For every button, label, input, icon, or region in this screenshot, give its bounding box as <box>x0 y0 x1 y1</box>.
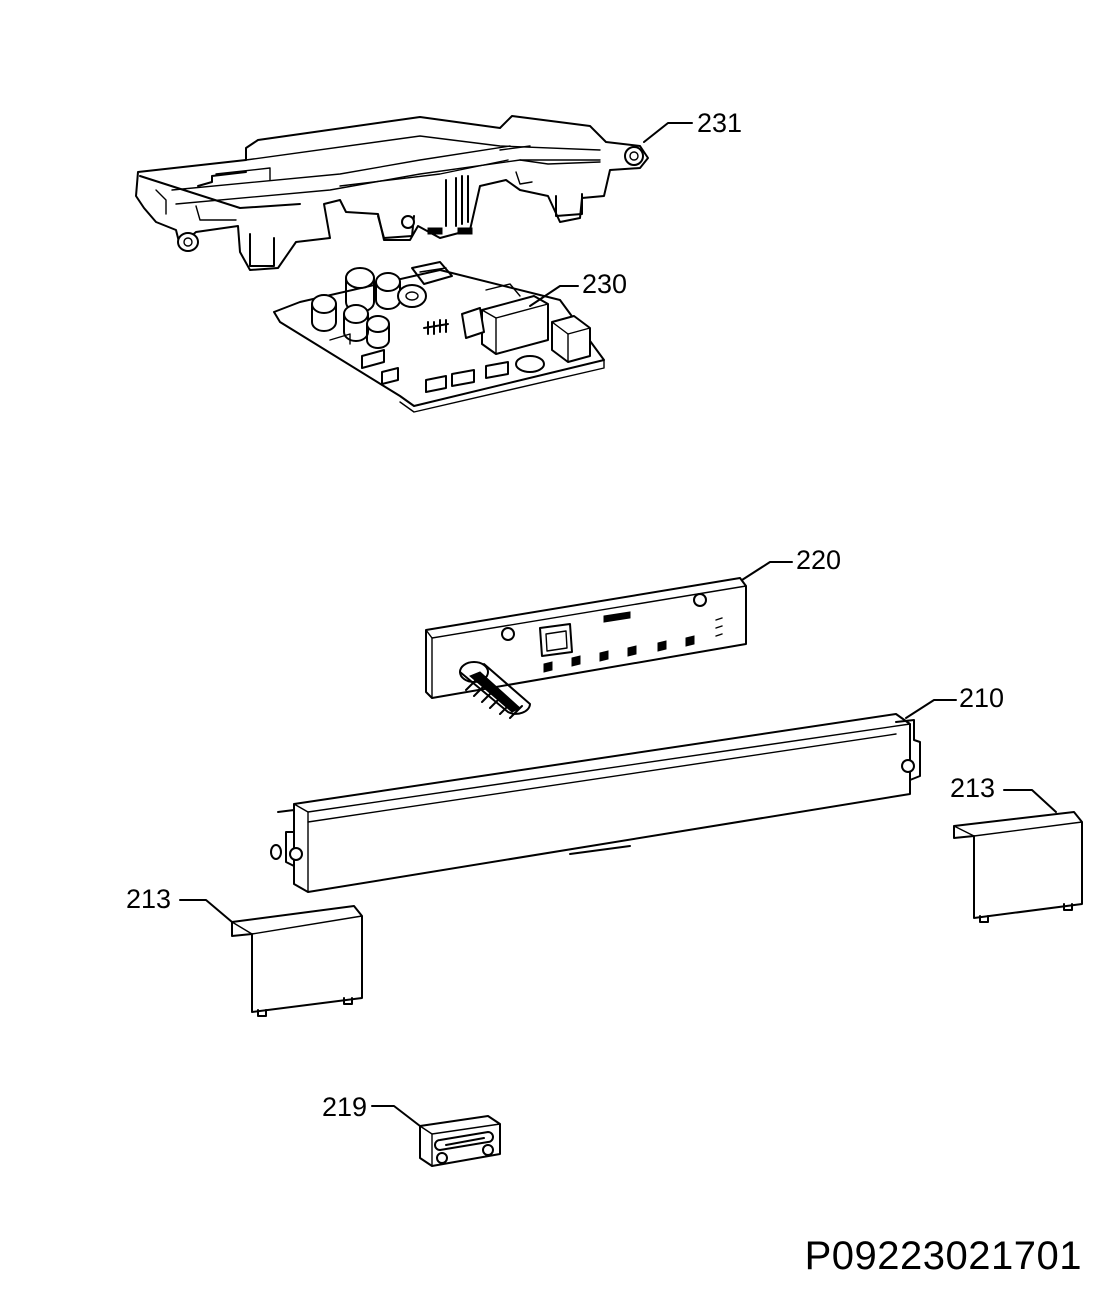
callout-230: 230 <box>582 269 628 299</box>
callout-219: 219 <box>322 1092 368 1122</box>
drawing-number: P09223021701 <box>804 1234 1082 1278</box>
part-213-left-end-cap <box>231 905 363 1017</box>
part-220-display-board <box>425 577 747 719</box>
callout-213-left: 213 <box>126 884 172 914</box>
part-230-main-pcb <box>273 261 605 413</box>
part-210-front-panel-bar <box>270 713 921 893</box>
callout-231: 231 <box>697 108 743 138</box>
leader-210 <box>905 699 957 719</box>
part-219-clip <box>419 1115 501 1167</box>
callout-210: 210 <box>959 683 1005 713</box>
leader-230 <box>529 285 579 307</box>
part-231-housing-frame <box>135 115 649 271</box>
leader-219 <box>371 1105 421 1127</box>
leader-220 <box>741 561 793 581</box>
leader-213-right <box>1003 789 1057 813</box>
callout-220: 220 <box>796 545 842 575</box>
leader-231 <box>643 122 693 143</box>
leader-lines <box>179 122 1057 1127</box>
part-213-right-end-cap <box>953 811 1083 923</box>
callout-213-right: 213 <box>950 773 996 803</box>
leader-213-left <box>179 899 233 923</box>
